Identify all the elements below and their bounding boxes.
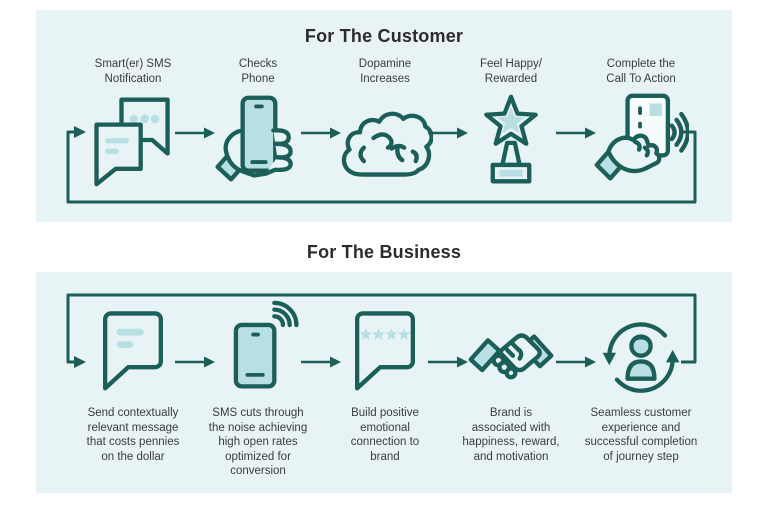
business-step-1: Send contextually relevant message that … xyxy=(67,300,199,464)
customer-step-5: Complete the Call To Action xyxy=(575,57,707,188)
customer-step-3: Dopamine Increases xyxy=(319,57,451,188)
step-label: SMS cuts through the noise achieving hig… xyxy=(208,407,308,477)
step-label: Seamless customer experience and success… xyxy=(584,407,698,463)
business-panel: Send contextually relevant message that … xyxy=(36,272,732,493)
arrow-icon xyxy=(428,356,468,368)
business-title: For The Business xyxy=(306,242,462,262)
arrow-icon xyxy=(175,356,215,368)
customer-cycle-icon xyxy=(602,322,680,393)
step-label: Complete the Call To Action xyxy=(606,58,676,85)
arrow-icon xyxy=(301,127,341,139)
step-label: Checks Phone xyxy=(238,58,278,85)
customer-panel: For The Customer Smart(er) SMS Notificat… xyxy=(36,10,732,222)
arrow-icon xyxy=(175,127,215,139)
customer-title: For The Customer xyxy=(304,26,464,46)
tap-card-icon xyxy=(594,93,689,181)
customer-step-4: Feel Happy/ Rewarded xyxy=(445,57,577,188)
step-label: Send contextually relevant message that … xyxy=(86,407,180,463)
arrow-icon xyxy=(556,127,596,139)
brain-icon xyxy=(341,111,433,177)
arrow-icon xyxy=(556,356,596,368)
customer-step-2: Checks Phone xyxy=(192,57,324,188)
star-trophy-icon xyxy=(484,94,538,184)
arrow-icon xyxy=(428,127,468,139)
business-step-3: Build positive emotional connection to b… xyxy=(319,300,451,464)
step-label: Feel Happy/ Rewarded xyxy=(479,58,542,85)
business-step-2: SMS cuts through the noise achieving hig… xyxy=(192,300,324,479)
review-stars-bubble-icon xyxy=(355,311,416,391)
customer-step-1: Smart(er) SMS Notification xyxy=(67,57,199,188)
step-label: Dopamine Increases xyxy=(358,58,412,85)
message-bubble-icon xyxy=(103,311,163,391)
hand-holding-phone-icon xyxy=(215,95,293,182)
business-step-4: Brand is associated with happiness, rewa… xyxy=(445,300,577,464)
step-label: Smart(er) SMS Notification xyxy=(94,58,172,85)
business-step-5: Seamless customer experience and success… xyxy=(575,300,707,464)
step-label: Brand is associated with happiness, rewa… xyxy=(462,407,560,463)
handshake-icon xyxy=(468,333,554,380)
phone-signal-icon xyxy=(233,300,299,389)
step-label: Build positive emotional connection to b… xyxy=(350,407,420,463)
arrow-icon xyxy=(301,356,341,368)
sms-notification-icon xyxy=(94,97,170,187)
